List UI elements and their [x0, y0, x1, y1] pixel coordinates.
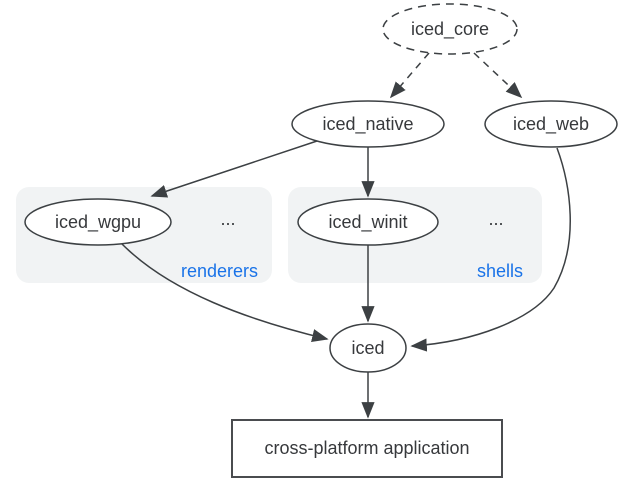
node-iced-wgpu-ellipse: [24, 198, 172, 246]
node-iced-web-label: iced_web: [513, 114, 589, 135]
node-iced-winit-label: iced_winit: [328, 212, 407, 233]
edge-iced-core-to-iced-web: [473, 52, 523, 99]
node-iced-winit-ellipse: [297, 198, 439, 246]
node-iced-core: iced_core: [382, 3, 518, 55]
node-application: cross-platform application: [231, 419, 503, 478]
renderers-ellipsis: ...: [220, 209, 235, 229]
node-iced-wgpu-label: iced_wgpu: [55, 212, 141, 233]
node-iced-native-ellipse: [291, 100, 445, 148]
node-iced-winit: iced_winit: [297, 198, 439, 246]
renderers-label: renderers: [181, 261, 258, 281]
node-iced-label: iced: [351, 338, 384, 358]
node-iced-web: iced_web: [484, 100, 618, 148]
node-application-label: cross-platform application: [264, 438, 469, 458]
node-iced-wgpu: iced_wgpu: [24, 198, 172, 246]
node-iced-web-ellipse: [484, 100, 618, 148]
node-iced: iced: [329, 323, 407, 373]
shells-label: shells: [477, 261, 523, 281]
edge-iced-native-to-iced-wgpu: [150, 140, 318, 198]
node-application-rect: [231, 419, 503, 478]
node-iced-native-label: iced_native: [322, 114, 413, 135]
node-iced-native: iced_native: [291, 100, 445, 148]
shells-ellipsis: ...: [488, 209, 503, 229]
node-iced-core-ellipse: [382, 3, 518, 55]
edge-iced-wgpu-to-iced: [121, 243, 329, 342]
node-iced-core-label: iced_core: [411, 19, 489, 40]
edge-iced-web-to-iced: [410, 147, 571, 352]
edge-iced-core-to-iced-native: [389, 52, 430, 99]
node-iced-ellipse: [329, 323, 407, 373]
